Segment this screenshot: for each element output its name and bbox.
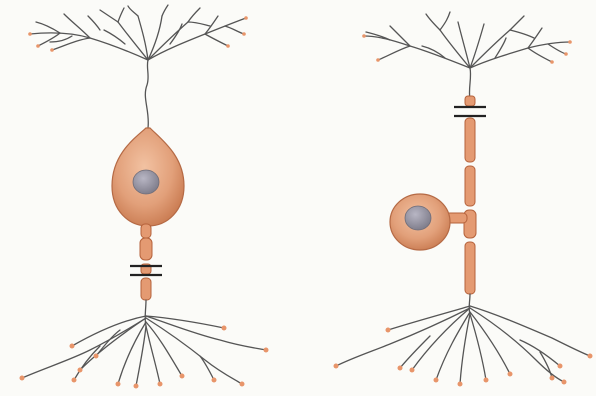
right-nucleus <box>405 206 431 230</box>
right-central-process <box>464 96 476 294</box>
pseudounipolar-neuron <box>334 12 593 387</box>
right-process-break-mark <box>454 107 486 116</box>
right-dendrite-tree <box>364 12 570 100</box>
left-terminal-buttons <box>20 326 269 389</box>
left-axon <box>140 224 152 300</box>
right-dendrite-tips <box>362 34 572 64</box>
left-nucleus <box>133 170 159 194</box>
right-axon-terminals <box>336 294 590 384</box>
left-dendrite-tree <box>30 5 246 128</box>
bipolar-neuron <box>20 5 269 389</box>
left-axon-terminals <box>22 300 266 386</box>
